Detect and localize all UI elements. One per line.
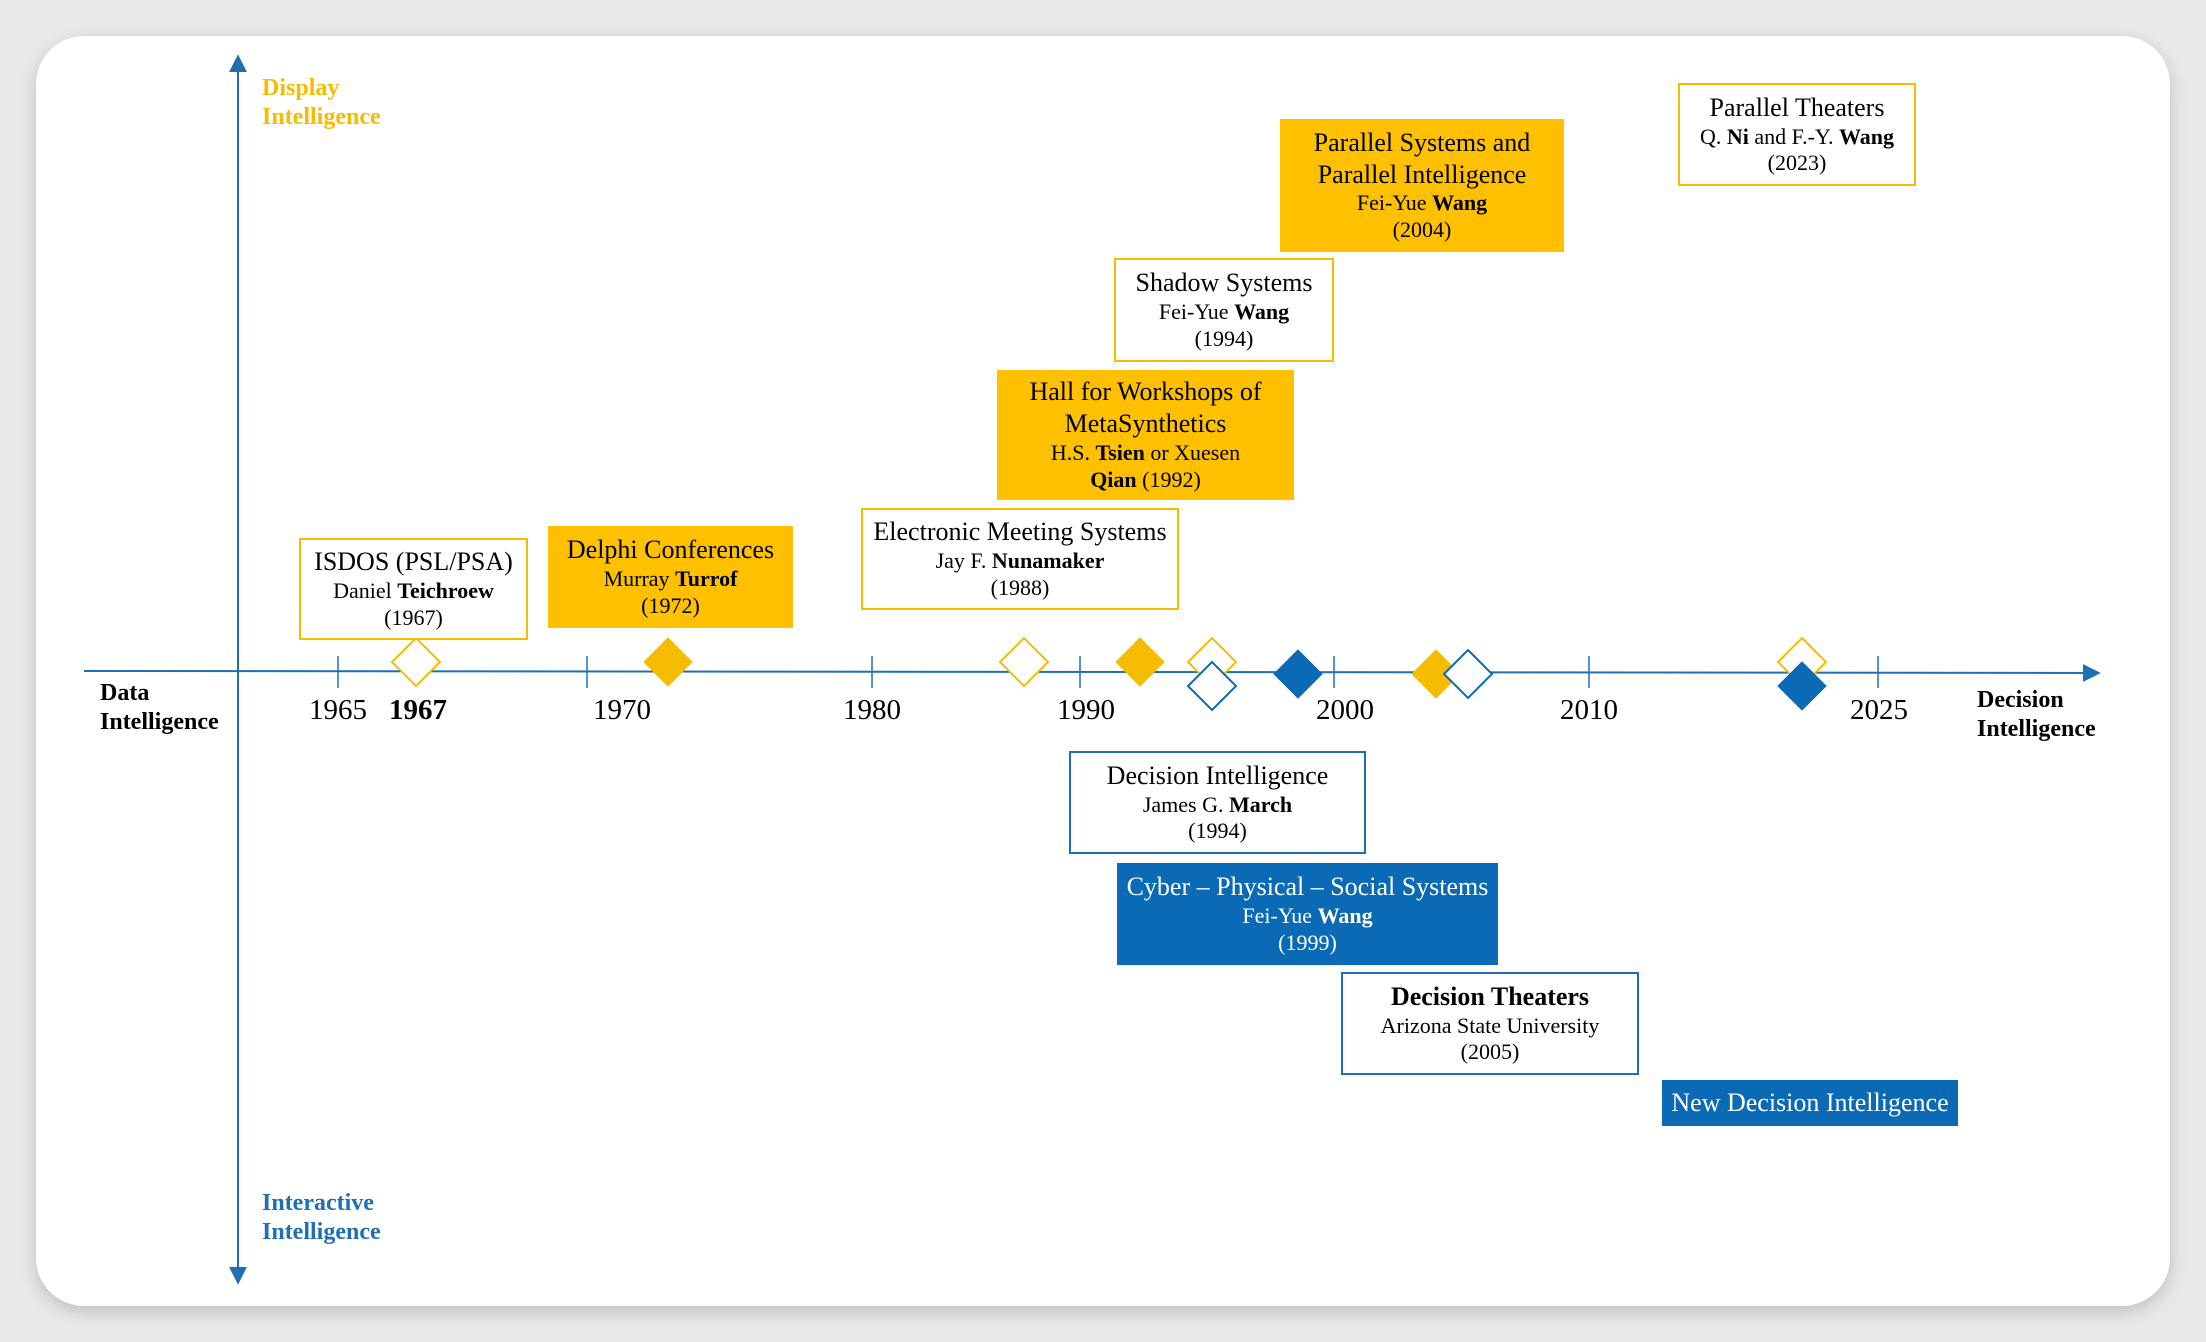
- milestone-title: Parallel Theaters: [1709, 92, 1885, 122]
- author-prefix: Fei-Yue: [1242, 903, 1318, 929]
- y-axis-top-label-line1: Display: [262, 75, 340, 101]
- author-part: and F.-Y.: [1748, 123, 1839, 149]
- tick-label-1970: 1970: [593, 694, 651, 726]
- x-axis-right-label: Decision Intelligence: [1977, 686, 2096, 745]
- milestone-cyber-physical-social: Cyber – Physical – Social Systems Fei-Yu…: [1117, 863, 1498, 965]
- tick-label-1990: 1990: [1057, 694, 1115, 726]
- milestone-shadow-systems: Shadow Systems Fei-Yue Wang (1994): [1114, 258, 1334, 362]
- milestone-title: New Decision Intelligence: [1671, 1088, 1949, 1118]
- author-prefix: Murray: [603, 566, 676, 592]
- milestone-author-line1: H.S. Tsien or Xuesen: [997, 440, 1294, 467]
- marker-2023-blue: [1777, 661, 1827, 711]
- y-axis-top-label: Display Intelligence: [262, 74, 381, 133]
- timeline-markers: [390, 636, 1828, 712]
- author-suffix: or Xuesen: [1144, 439, 1241, 465]
- author-name: Wang: [1234, 299, 1290, 325]
- tick-label-1965: 1965: [309, 694, 367, 726]
- milestone-title-line2: Parallel Intelligence: [1317, 159, 1527, 189]
- milestone-year: (1988): [990, 574, 1050, 600]
- milestone-year: (2004): [1392, 217, 1452, 243]
- author-name-2: Wang: [1838, 123, 1895, 149]
- marker-2005-blue: [1442, 648, 1494, 700]
- milestone-title: ISDOS (PSL/PSA): [314, 547, 513, 577]
- milestone-year: (1999): [1278, 929, 1337, 955]
- author-prefix: Jay F.: [935, 548, 992, 574]
- x-axis-left-label-line2: Intelligence: [100, 709, 219, 736]
- tick-label-1980: 1980: [843, 694, 901, 726]
- milestone-title-line2: MetaSynthetics: [1064, 409, 1227, 439]
- milestone-author: Fei-Yue Wang: [1280, 190, 1564, 217]
- milestone-year: (2005): [1460, 1039, 1520, 1065]
- tick-marks: [337, 656, 1879, 688]
- y-axis-top-label-line2: Intelligence: [262, 104, 381, 131]
- milestone-new-decision-intelligence: New Decision Intelligence: [1662, 1080, 1958, 1126]
- author-prefix: Fei-Yue: [1356, 190, 1433, 216]
- milestone-author: Fei-Yue Wang: [1117, 903, 1498, 930]
- milestone-year: (1994): [1188, 818, 1247, 844]
- author-name: Turrof: [675, 566, 738, 592]
- milestone-author-line2: Qian (1992): [997, 467, 1294, 494]
- marker-1994-blue: [1186, 660, 1238, 712]
- author-prefix: Daniel: [333, 578, 398, 604]
- milestone-author: Jay F. Nunamaker: [863, 548, 1177, 575]
- author-prefix: Fei-Yue: [1158, 299, 1235, 325]
- author-name: Nunamaker: [991, 548, 1105, 574]
- marker-1992-yellow: [1115, 637, 1165, 687]
- milestone-year: (1972): [641, 592, 700, 618]
- milestone-delphi: Delphi Conferences Murray Turrof (1972): [548, 526, 793, 628]
- tick-label-2010: 2010: [1560, 694, 1618, 726]
- author-prefix: H.S.: [1050, 439, 1096, 465]
- x-axis-left-label: Data Intelligence: [100, 679, 219, 738]
- y-axis-bottom-label: Interactive Intelligence: [262, 1189, 381, 1248]
- milestone-title-line1: Parallel Systems and: [1313, 127, 1531, 157]
- tick-label-1967: 1967: [389, 694, 447, 726]
- milestone-author: Q. Ni and F.-Y. Wang: [1680, 124, 1914, 151]
- milestone-author: Arizona State University: [1380, 1012, 1600, 1038]
- milestone-title: Electronic Meeting Systems: [873, 517, 1167, 547]
- marker-1999-blue: [1273, 649, 1323, 699]
- milestone-author: Daniel Teichroew: [301, 578, 526, 605]
- x-axis-left-label-line1: Data: [100, 680, 150, 706]
- milestone-decision-theaters: Decision Theaters Arizona State Universi…: [1341, 972, 1639, 1075]
- milestone-isdos: ISDOS (PSL/PSA) Daniel Teichroew (1967): [299, 538, 528, 640]
- author-name-2: Qian: [1090, 466, 1137, 492]
- milestone-parallel-systems: Parallel Systems and Parallel Intelligen…: [1280, 119, 1564, 252]
- tick-label-2025: 2025: [1850, 694, 1908, 726]
- milestone-author: James G. March: [1071, 792, 1364, 819]
- milestone-year: (1994): [1194, 325, 1254, 351]
- tick-label-2000: 2000: [1316, 694, 1374, 726]
- author-name: March: [1229, 791, 1293, 817]
- y-axis-bottom-label-line2: Intelligence: [262, 1219, 381, 1246]
- author-prefix: James G.: [1142, 791, 1229, 817]
- milestone-title: Decision Intelligence: [1106, 760, 1329, 790]
- timeline-diagram: [83, 54, 2101, 1285]
- author-name: Wang: [1317, 903, 1373, 929]
- milestone-year: (2023): [1767, 150, 1827, 176]
- marker-1972-yellow: [643, 637, 693, 687]
- author-part: Q.: [1699, 123, 1727, 149]
- milestone-title: Delphi Conferences: [566, 535, 775, 565]
- marker-1967-yellow: [390, 636, 442, 688]
- diagram-card: Display Intelligence Interactive Intelli…: [36, 36, 2170, 1306]
- author-name: Teichroew: [397, 578, 494, 604]
- milestone-title: Cyber – Physical – Social Systems: [1126, 872, 1489, 902]
- milestone-hall-for-workshops: Hall for Workshops of MetaSynthetics H.S…: [997, 370, 1294, 500]
- author-name: Ni: [1726, 123, 1749, 149]
- milestone-year: (1967): [384, 604, 443, 630]
- milestone-parallel-theaters: Parallel Theaters Q. Ni and F.-Y. Wang (…: [1678, 83, 1916, 186]
- milestone-title-line1: Hall for Workshops of: [1029, 377, 1262, 407]
- milestone-electronic-meeting-systems: Electronic Meeting Systems Jay F. Nunama…: [861, 508, 1179, 610]
- milestone-year: (1992): [1136, 466, 1201, 492]
- x-axis-right-label-line2: Intelligence: [1977, 716, 2096, 743]
- milestone-author: Fei-Yue Wang: [1116, 299, 1332, 326]
- author-name: Tsien: [1095, 439, 1145, 465]
- milestone-decision-intelligence: Decision Intelligence James G. March (19…: [1069, 751, 1366, 854]
- x-axis-right-label-line1: Decision: [1977, 687, 2064, 713]
- marker-1988-yellow: [998, 636, 1050, 688]
- author-name: Wang: [1432, 190, 1488, 216]
- milestone-title: Shadow Systems: [1135, 268, 1313, 298]
- milestone-title: Decision Theaters: [1390, 981, 1590, 1011]
- milestone-author: Murray Turrof: [548, 566, 793, 593]
- y-axis-bottom-label-line1: Interactive: [262, 1190, 374, 1216]
